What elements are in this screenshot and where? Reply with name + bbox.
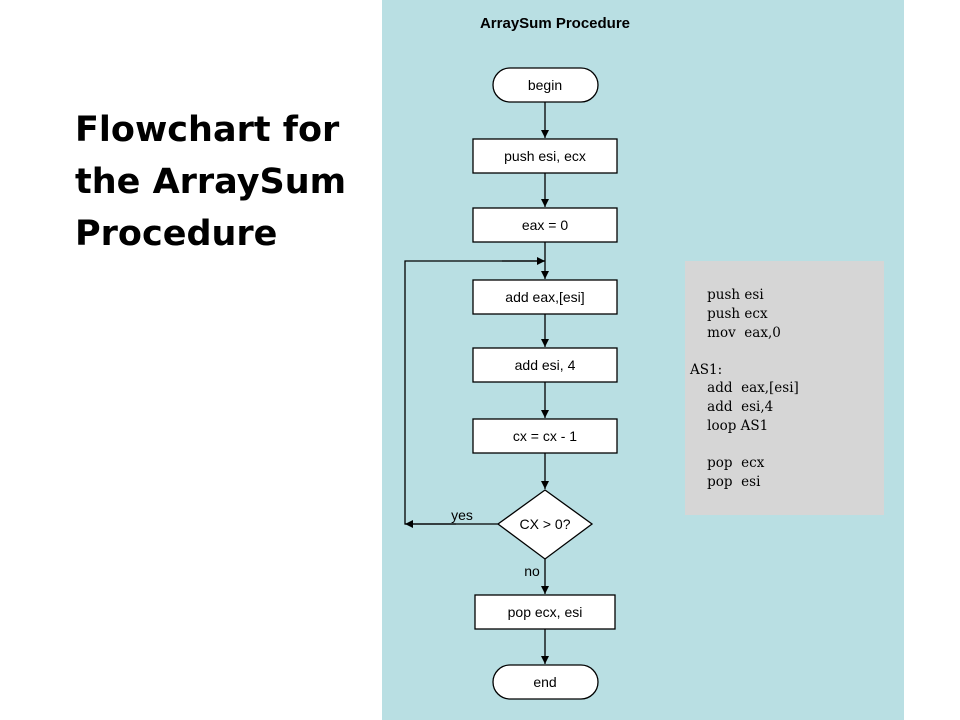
diagram-title: ArraySum Procedure [480,15,630,32]
push-process-box [472,138,618,174]
pop-process-label: pop ecx, esi [508,604,583,620]
code-line: add eax,[esi] [690,380,799,396]
dec-process-box [472,418,618,454]
no-label: no [524,563,540,579]
slide-title-line-2: the ArraySum [75,162,347,202]
dec-process-label: cx = cx - 1 [513,428,577,444]
decision-label: CX > 0? [520,516,571,532]
code-line: pop ecx [690,455,765,471]
add-eax-process-box [472,279,618,315]
end-terminal [492,664,599,700]
init-process-box [472,207,618,243]
decision-diamond [496,489,594,560]
begin-label: begin [528,77,562,93]
code-line: AS1: [690,362,723,378]
slide-title-line-1: Flowchart for [75,110,340,150]
code-line: push ecx [690,306,768,322]
code-line: add esi,4 [690,399,774,415]
slide-title-line-3: Procedure [75,214,278,254]
yes-label: yes [451,507,473,523]
add-eax-process-label: add eax,[esi] [505,289,584,305]
assembly-code-box: push esi push ecx mov eax,0 AS1: add eax… [685,261,884,515]
add-esi-process-box [472,347,618,383]
flowchart-svg: ArraySum Procedure begin push esi, ecx e… [404,15,630,700]
begin-terminal [492,67,599,103]
push-process-label: push esi, ecx [504,148,586,164]
add-esi-process-label: add esi, 4 [515,357,576,373]
connectors [404,102,549,664]
slide-title: Flowchart for the ArraySum Procedure [75,104,346,260]
code-line: mov eax,0 [690,325,781,341]
code-line: push esi [690,287,764,303]
code-line: pop esi [690,474,761,490]
code-line: loop AS1 [690,418,769,434]
init-process-label: eax = 0 [522,217,569,233]
pop-process-box [474,594,616,630]
end-label: end [533,674,556,690]
